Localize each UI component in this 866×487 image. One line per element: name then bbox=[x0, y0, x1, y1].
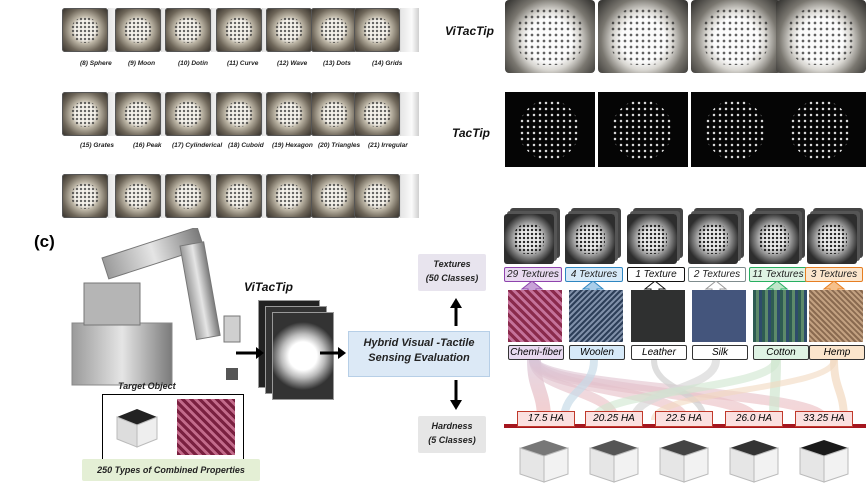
target-fabric-swatch bbox=[177, 399, 235, 455]
arrow-head bbox=[338, 347, 346, 359]
hardness-label: 26.0 HA bbox=[725, 411, 783, 427]
texture-count-label: 2 Textures bbox=[688, 267, 746, 282]
texture-count-label: 11 Textures bbox=[749, 267, 807, 282]
shape-tile bbox=[354, 174, 400, 218]
shape-label: (9) Moon bbox=[128, 60, 156, 67]
shape-label: (17) Cylinderical bbox=[172, 142, 223, 149]
shape-label: (8) Sphere bbox=[80, 60, 112, 67]
fabric-chemi-fiber bbox=[508, 290, 562, 342]
shape-tile bbox=[115, 174, 161, 218]
vitactip-row-label: ViTacTip bbox=[445, 24, 494, 38]
texture-count-label: 4 Textures bbox=[565, 267, 623, 282]
panel-tag: (c) bbox=[34, 232, 55, 251]
target-object-label: Target Object bbox=[118, 381, 176, 391]
material-label: Woolen bbox=[569, 345, 625, 360]
shape-tile bbox=[311, 8, 357, 52]
tactip-row-label: TacTip bbox=[452, 126, 491, 140]
fabric-woolen bbox=[569, 290, 623, 342]
combined-properties-label: 250 Types of Combined Properties bbox=[82, 459, 260, 481]
tactip-image bbox=[776, 92, 866, 167]
vertical-arrows bbox=[450, 298, 462, 410]
shape-tile bbox=[216, 92, 262, 136]
robot-arm-illustration bbox=[71, 228, 241, 386]
fabric-hemp bbox=[809, 290, 863, 342]
shape-tile bbox=[165, 8, 211, 52]
fabric-leather bbox=[631, 290, 685, 342]
shape-tile bbox=[115, 92, 161, 136]
shape-object bbox=[400, 8, 419, 52]
shape-label: (21) Irregular bbox=[368, 142, 408, 149]
shape-tile bbox=[354, 92, 400, 136]
vitactip-image bbox=[691, 0, 781, 73]
vitactip-image bbox=[776, 0, 866, 73]
texture-count-label: 3 Textures bbox=[805, 267, 863, 282]
shape-label: (16) Peak bbox=[133, 142, 162, 149]
shape-label: (13) Dots bbox=[323, 60, 351, 67]
hardness-cubes bbox=[519, 440, 849, 483]
flow-arrows bbox=[236, 347, 346, 359]
shape-tile bbox=[62, 92, 108, 136]
arrow-head bbox=[450, 298, 462, 308]
target-cube bbox=[111, 403, 163, 451]
texture-thumb bbox=[807, 214, 857, 264]
shape-tile bbox=[165, 92, 211, 136]
texture-thumb bbox=[565, 214, 615, 264]
shape-tile bbox=[165, 174, 211, 218]
shape-label: (20) Triangles bbox=[318, 142, 361, 149]
shape-tile bbox=[266, 174, 312, 218]
shape-object bbox=[400, 92, 419, 136]
texture-thumb bbox=[749, 214, 799, 264]
vitactip-image bbox=[505, 0, 595, 73]
evaluation-box: Hybrid Visual -Tactile Sensing Evaluatio… bbox=[348, 331, 490, 377]
material-label: Hemp bbox=[809, 345, 865, 360]
hardness-box: Hardness (5 Classes) bbox=[418, 416, 486, 453]
arrow-head bbox=[450, 400, 462, 410]
tactip-image bbox=[598, 92, 688, 167]
vitactip-image bbox=[598, 0, 688, 73]
shape-label: (12) Wave bbox=[277, 60, 308, 67]
fabric-cotton bbox=[753, 290, 807, 342]
sensor-frame bbox=[272, 312, 334, 400]
material-label: Cotton bbox=[753, 345, 809, 360]
target-object-box bbox=[102, 394, 244, 460]
hardness-label: 17.5 HA bbox=[517, 411, 575, 427]
shape-tile bbox=[266, 92, 312, 136]
shape-tile bbox=[216, 8, 262, 52]
shape-label: (14) Grids bbox=[372, 60, 403, 67]
hardness-label: 33.25 HA bbox=[795, 411, 853, 427]
shape-label: (10) Dotin bbox=[178, 60, 208, 67]
shape-tile bbox=[216, 174, 262, 218]
texture-count-label: 1 Texture bbox=[627, 267, 685, 282]
shape-tile bbox=[115, 8, 161, 52]
shape-tile bbox=[62, 174, 108, 218]
tactip-image bbox=[505, 92, 595, 167]
hardness-label: 22.5 HA bbox=[655, 411, 713, 427]
arrow-head bbox=[256, 347, 264, 359]
texture-thumb bbox=[627, 214, 677, 264]
material-label: Chemi-fiber bbox=[508, 345, 564, 360]
shape-label: (19) Hexagon bbox=[272, 142, 313, 149]
shape-tile bbox=[311, 174, 357, 218]
shape-tile bbox=[62, 8, 108, 52]
hardness-label: 20.25 HA bbox=[585, 411, 643, 427]
texture-thumb bbox=[504, 214, 554, 264]
robot-sensor-label: ViTacTip bbox=[244, 280, 293, 294]
material-label: Leather bbox=[631, 345, 687, 360]
texture-count-label: 29 Textures bbox=[504, 267, 562, 282]
fabric-silk bbox=[692, 290, 746, 342]
material-label: Silk bbox=[692, 345, 748, 360]
textures-box: Textures (50 Classes) bbox=[418, 254, 486, 291]
shape-label: (15) Grates bbox=[80, 142, 114, 149]
shape-tile bbox=[354, 8, 400, 52]
shape-label: (11) Curve bbox=[227, 60, 259, 67]
shape-label: (18) Cuboid bbox=[228, 142, 264, 149]
shape-tile bbox=[266, 8, 312, 52]
shape-object bbox=[400, 174, 419, 218]
tactip-image bbox=[691, 92, 781, 167]
shape-tile bbox=[311, 92, 357, 136]
texture-thumb bbox=[688, 214, 738, 264]
